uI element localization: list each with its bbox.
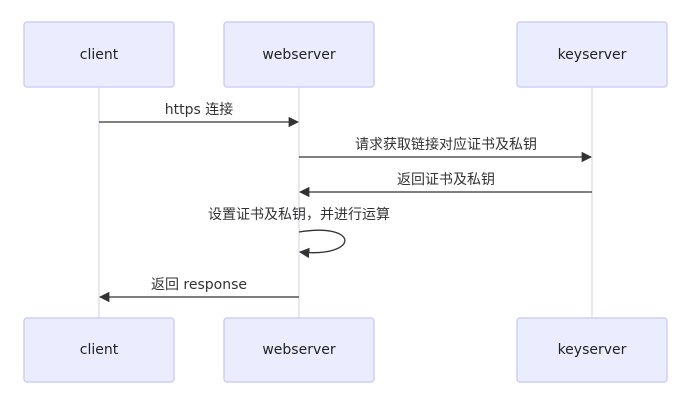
actor-label: client <box>80 47 119 63</box>
message-label: 请求获取链接对应证书及私钥 <box>355 136 537 153</box>
actor-label: keyserver <box>558 342 627 358</box>
actor-keyserver-bottom: keyserver <box>516 317 668 383</box>
actor-label: webserver <box>262 47 336 63</box>
actor-webserver-top: webserver <box>223 21 375 88</box>
actor-client-bottom: client <box>23 317 175 383</box>
actor-client-top: client <box>23 21 175 88</box>
message-label: 返回证书及私钥 <box>397 172 495 188</box>
actor-label: webserver <box>262 342 336 358</box>
message-label: 设置证书及私钥，并进行运算 <box>208 207 390 223</box>
actor-webserver-bottom: webserver <box>223 317 375 383</box>
actor-label: keyserver <box>558 47 627 63</box>
message-label: https 连接 <box>165 101 233 118</box>
message-label: 返回 response <box>151 277 247 293</box>
actor-keyserver-top: keyserver <box>516 21 668 88</box>
self-loop-arrow <box>298 229 346 259</box>
actor-label: client <box>80 342 119 358</box>
